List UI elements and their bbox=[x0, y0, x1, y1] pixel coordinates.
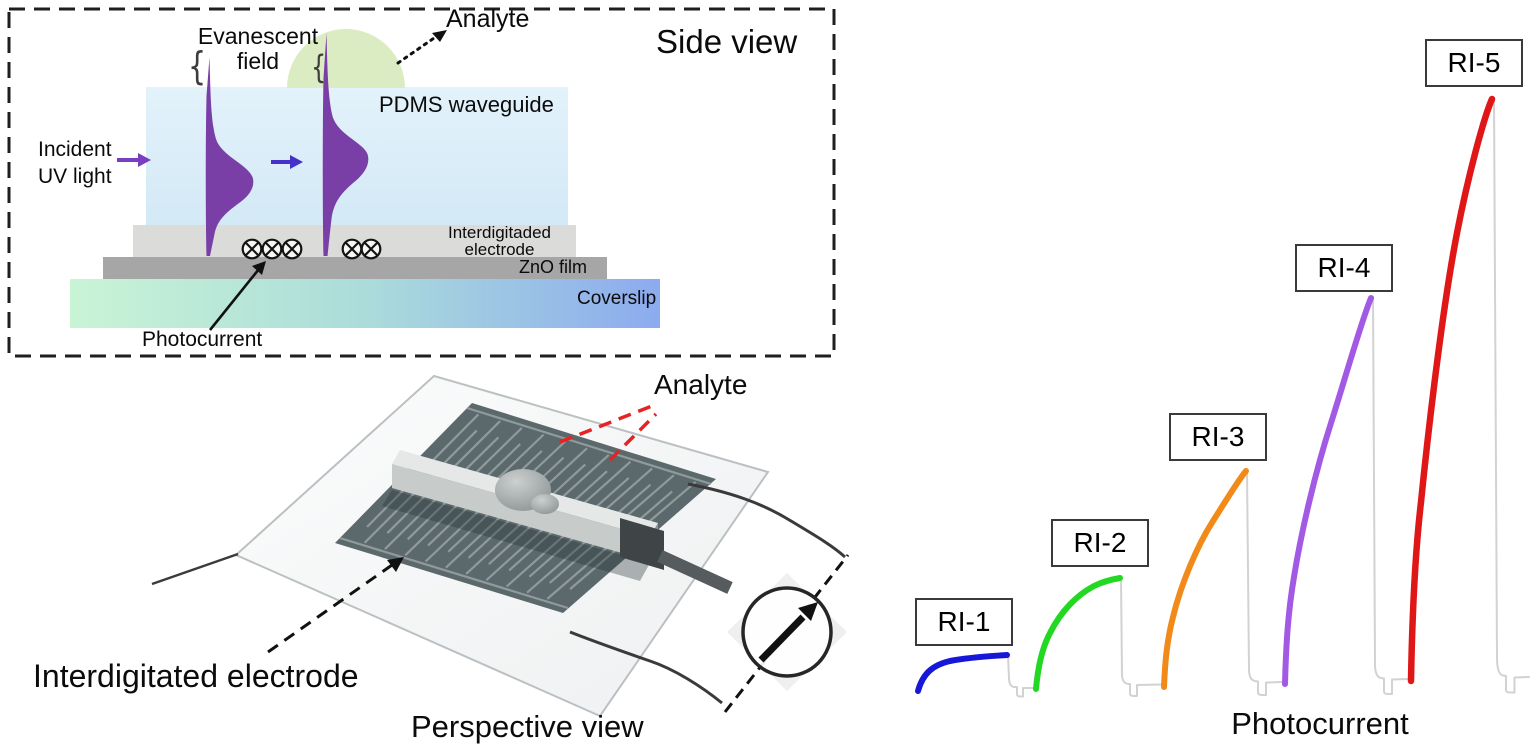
trace-ri-1 bbox=[915, 652, 1010, 694]
analyte-droplet-3d bbox=[495, 469, 559, 514]
trace-ri-3 bbox=[1161, 468, 1249, 690]
decay-baseline-curves bbox=[1007, 97, 1530, 698]
incident-uv-label: Incident UV light bbox=[38, 138, 112, 189]
photocurrent-into-page-symbols bbox=[241, 238, 382, 260]
evanescent-field-label: Evanescent field bbox=[197, 23, 319, 74]
coverslip-label: Coverslip bbox=[577, 288, 657, 309]
ri-3-label-box: RI-3 bbox=[1169, 413, 1267, 461]
perspective-view-title: Perspective view bbox=[411, 709, 644, 744]
analyte-label-perspective: Analyte bbox=[654, 369, 748, 400]
ammeter-needle bbox=[758, 614, 806, 663]
fiber-connector-block bbox=[620, 518, 664, 570]
perspective-view bbox=[151, 374, 850, 718]
interdigitated-electrode-label-perspective: Interdigitated electrode bbox=[33, 658, 359, 694]
trace-ri-5 bbox=[1407, 95, 1496, 685]
side-view-dashed-border bbox=[7, 7, 836, 358]
trace-ri-4 bbox=[1282, 295, 1374, 687]
photocurrent-plot-caption: Photocurrent bbox=[1231, 706, 1409, 741]
coverslip-layer bbox=[70, 279, 660, 328]
ri-1-label-box: RI-1 bbox=[915, 598, 1013, 646]
photocurrent-traces bbox=[915, 95, 1530, 698]
analyte-droplet bbox=[287, 29, 405, 88]
ri-2-label-box: RI-2 bbox=[1051, 519, 1149, 567]
analyte-label-side: Analyte bbox=[446, 5, 530, 33]
photocurrent-arrow bbox=[208, 261, 266, 331]
wire-bottom bbox=[569, 630, 723, 705]
mode-profile-left bbox=[205, 57, 254, 256]
pdms-waveguide-label: PDMS waveguide bbox=[379, 92, 554, 117]
bar-shadow bbox=[382, 490, 650, 581]
left-lead-wire bbox=[151, 552, 239, 586]
mode-profile-right bbox=[322, 33, 369, 256]
incident-uv-arrow bbox=[117, 153, 151, 167]
ammeter-needle-tip bbox=[798, 602, 818, 621]
trace-ri-2 bbox=[1033, 575, 1123, 692]
electrode-label-arrow bbox=[267, 557, 404, 654]
zno-film-layer bbox=[103, 257, 607, 279]
evanescent-brace-left: { bbox=[188, 44, 207, 88]
evanescent-brace-right: { bbox=[311, 48, 327, 86]
interdigitated-finger-pattern bbox=[339, 406, 712, 610]
output-fiber-stub bbox=[657, 550, 733, 594]
evanescent-field-profiles bbox=[205, 33, 369, 256]
photocurrent-label-side: Photocurrent bbox=[142, 328, 263, 351]
zno-film-label: ZnO film bbox=[519, 257, 588, 277]
ri-4-label-box: RI-4 bbox=[1295, 244, 1393, 292]
analyte-pointer-dotted-arrow bbox=[396, 30, 447, 65]
ri-5-label-box: RI-5 bbox=[1425, 39, 1523, 87]
interdigitated-electrode-label-side: Interdigitaded electrode bbox=[447, 223, 552, 259]
side-view-title: Side view bbox=[656, 23, 798, 60]
wire-top bbox=[687, 482, 847, 559]
guided-light-arrow bbox=[271, 155, 303, 169]
analyte-pointer-red-dashes bbox=[559, 404, 658, 462]
side-view-panel bbox=[7, 7, 836, 358]
ammeter bbox=[723, 554, 850, 713]
